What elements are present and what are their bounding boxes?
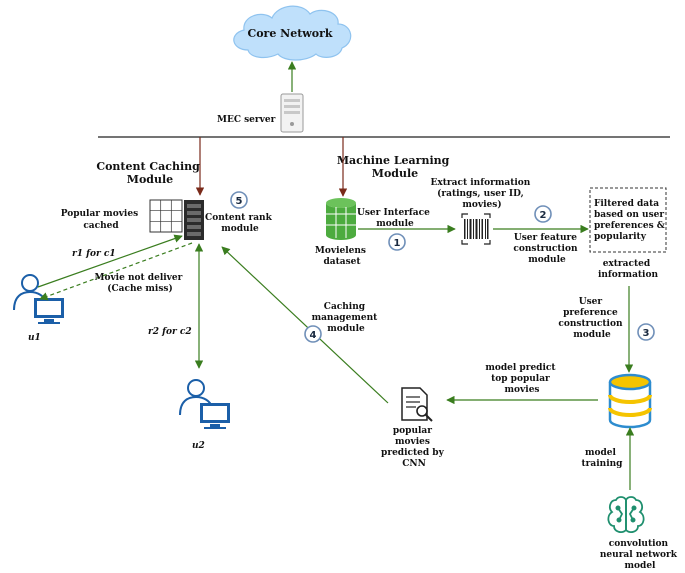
mec-server-label: MEC server [217, 115, 276, 125]
content-rank-label: Content rank module [205, 213, 275, 234]
cache-miss-arrow [39, 242, 193, 301]
extracted-information-label: extracted information [598, 259, 659, 280]
core-network-cloud: Core Network [233, 5, 352, 61]
svg-text:3: 3 [643, 328, 650, 339]
step-4-badge: 4 [304, 325, 322, 343]
barcode-icon [461, 213, 491, 245]
user-feature-label: User feature construction module [513, 233, 580, 265]
caching-management-label: Caching management module [312, 302, 381, 334]
request-r1-arrow [37, 234, 183, 288]
user-u2-icon [179, 379, 230, 429]
svg-text:5: 5 [236, 196, 243, 207]
svg-text:4: 4 [310, 330, 317, 341]
movielens-dataset-icon [326, 198, 356, 240]
svg-text:1: 1 [394, 238, 401, 249]
popular-movies-predicted-label: popular movies predicted by CNN [381, 426, 447, 469]
core-network-label: Core Network [247, 27, 332, 40]
popular-movies-cached-label: Popular movies cached [61, 209, 142, 231]
r1-for-c1-label: r1 for c1 [72, 249, 116, 259]
movie-not-deliver-label: Movie not deliver (Cache miss) [94, 273, 185, 294]
step-5-badge: 5 [230, 191, 248, 209]
u1-label: u1 [28, 333, 41, 343]
svg-text:2: 2 [540, 210, 547, 221]
u2-label: u2 [192, 441, 205, 451]
cnn-brain-icon [607, 496, 645, 533]
user-preference-label: User preference construction module [558, 297, 625, 340]
movielens-dataset-label: Movielens dataset [315, 246, 369, 267]
cache-grid-icon [149, 199, 183, 233]
filtered-data-label: Filtered data based on user preferences … [594, 199, 668, 242]
cnn-model-label: convolution neural network model [600, 539, 680, 571]
training-database-icon [608, 373, 652, 429]
content-caching-title: Content Caching Module [96, 160, 203, 186]
cache-server-rack-icon [184, 200, 204, 240]
r2-for-c2-label: r2 for c2 [148, 327, 192, 337]
model-training-label: model training [582, 448, 624, 469]
extract-information-label: Extract information (ratings, user ID, m… [431, 178, 534, 210]
prediction-document-icon [401, 387, 433, 422]
step-2-badge: 2 [534, 205, 552, 223]
filtered-data-box [589, 187, 667, 253]
user-u1-icon [13, 274, 64, 324]
prediction-to-cache-arrow [221, 246, 389, 404]
step-3-badge: 3 [637, 323, 655, 341]
model-predict-label: model predict top popular movies [485, 363, 558, 395]
step-1-badge: 1 [388, 233, 406, 251]
mec-server-icon [280, 93, 304, 133]
user-interface-label: User Interface module [357, 208, 433, 229]
machine-learning-title: Machine Learning Module [337, 154, 453, 180]
